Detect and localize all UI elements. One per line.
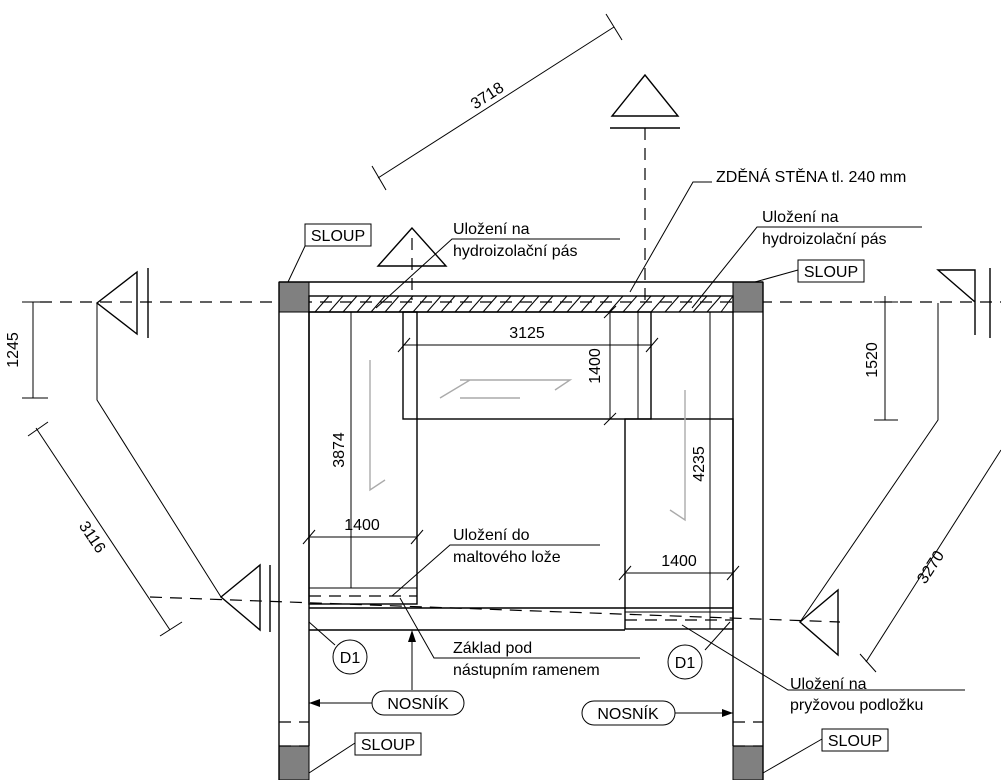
dimension-4235: 4235 <box>691 312 711 612</box>
label-sloup-bottom-left: SLOUP <box>354 732 422 756</box>
wall-hatch-line <box>594 295 610 313</box>
wall-hatch-line <box>706 295 722 313</box>
dim-3270: 3270 <box>914 548 948 587</box>
section-lines <box>40 128 1001 623</box>
wall-hatch-line <box>552 295 568 313</box>
dim-1245: 1245 <box>5 332 22 368</box>
left-flight <box>308 311 418 605</box>
wall-hatch-line <box>692 295 708 313</box>
label-d1-right: D1 <box>667 644 703 680</box>
wall-hatch-line <box>650 295 666 313</box>
section-arrow-bottom-right <box>798 588 839 657</box>
wall-hatch-line <box>720 295 734 313</box>
ulozeni-malta-line1: Uložení do <box>453 527 530 544</box>
wall-hatch-line <box>566 295 582 313</box>
wall-hatch-line <box>524 295 540 313</box>
wall-hatch-line <box>622 295 638 313</box>
wall-hatch-line <box>398 295 414 313</box>
dim-1400-left: 1400 <box>344 517 380 534</box>
section-arrow-inner <box>376 226 448 267</box>
leaders <box>287 181 965 774</box>
sloup-label: SLOUP <box>311 228 365 245</box>
wall-hatch-line <box>384 295 400 313</box>
dim-3125: 3125 <box>509 325 545 342</box>
wall-hatch-line <box>678 295 694 313</box>
wall-hatch-line <box>636 295 652 313</box>
label-sloup-bottom-right: SLOUP <box>821 728 889 752</box>
dimension-3874: 3874 <box>331 312 352 588</box>
sloup-label: SLOUP <box>828 733 882 750</box>
wall-hatch-line <box>510 295 526 313</box>
wall-hatch-line <box>664 295 680 313</box>
ulozeni-hydro-1-line2: hydroizolační pás <box>453 243 578 260</box>
ulozeni-hydro-1-line1: Uložení na <box>453 221 530 238</box>
section-arrow-right <box>799 268 991 623</box>
dim-3874: 3874 <box>331 432 348 468</box>
section-arrow-top <box>610 73 680 129</box>
wall-hatch-line <box>412 295 428 313</box>
wall-label: ZDĚNÁ STĚNA tl. 240 mm <box>716 167 906 186</box>
wall-hatch-line <box>538 295 554 313</box>
wall-hatch-line <box>580 295 596 313</box>
dimension-1400-left: 1400 <box>302 517 424 545</box>
flight-base <box>309 607 733 631</box>
wall-hatch-line <box>342 295 358 313</box>
wall-hatch-line <box>454 295 470 313</box>
wall-hatch-line <box>370 295 386 313</box>
right-flight <box>624 312 734 630</box>
dimension-3125: 3125 <box>397 325 659 353</box>
section-arrow-bottom-left <box>219 563 271 632</box>
label-sloup-top-left: SLOUP <box>304 223 372 247</box>
sloup-label: SLOUP <box>361 737 415 754</box>
zaklad-line1: Základ pod <box>453 640 532 657</box>
section-arrow-left <box>95 268 222 598</box>
wall-hatch-line <box>440 295 456 313</box>
label-d1-left: D1 <box>332 639 368 675</box>
dim-1400-landing: 1400 <box>587 348 604 384</box>
dimension-1400-landing: 1400 <box>587 305 617 426</box>
wall-hatch-line <box>328 295 344 313</box>
label-sloup-top-right: SLOUP <box>797 259 865 283</box>
dimension-1520: 1520 <box>864 296 898 421</box>
wall-hatch-line <box>496 295 512 313</box>
ulozeni-hydro-2-line2: hydroizolační pás <box>762 231 887 248</box>
d1-label: D1 <box>675 655 696 672</box>
wall-hatch-line <box>608 295 624 313</box>
ulozeni-pryz-line2: pryžovou podložku <box>790 697 923 714</box>
zaklad-line2: nástupním ramenem <box>453 662 600 679</box>
wall-hatch-line <box>426 295 442 313</box>
dimension-3270: 3270 <box>859 449 1001 673</box>
dim-1520: 1520 <box>864 342 881 378</box>
ulozeni-pryz-line1: Uložení na <box>790 676 867 693</box>
dimension-3718: 3718 <box>371 13 623 191</box>
ulozeni-malta-line2: maltového lože <box>453 549 561 566</box>
brick-wall <box>308 295 734 313</box>
dim-4235: 4235 <box>691 446 708 482</box>
dimension-1400-right: 1400 <box>618 553 740 581</box>
nosnik-label: NOSNÍK <box>597 704 659 723</box>
wall-hatch-line <box>482 295 498 313</box>
wall-hatch-line <box>314 295 330 313</box>
wall-hatch-line <box>468 295 484 313</box>
dimension-1245: 1245 <box>5 301 48 399</box>
label-nosnik-right: NOSNÍK <box>581 700 676 726</box>
ulozeni-hydro-2-line1: Uložení na <box>762 209 839 226</box>
d1-label: D1 <box>340 650 361 667</box>
dim-1400-right: 1400 <box>661 553 697 570</box>
sloup-label: SLOUP <box>804 264 858 281</box>
nosnik-label: NOSNÍK <box>387 694 449 713</box>
wall-hatch-line <box>356 295 372 313</box>
dim-3116: 3116 <box>75 518 108 556</box>
dimension-3116: 3116 <box>27 421 183 637</box>
label-nosnik-left: NOSNÍK <box>371 690 465 716</box>
